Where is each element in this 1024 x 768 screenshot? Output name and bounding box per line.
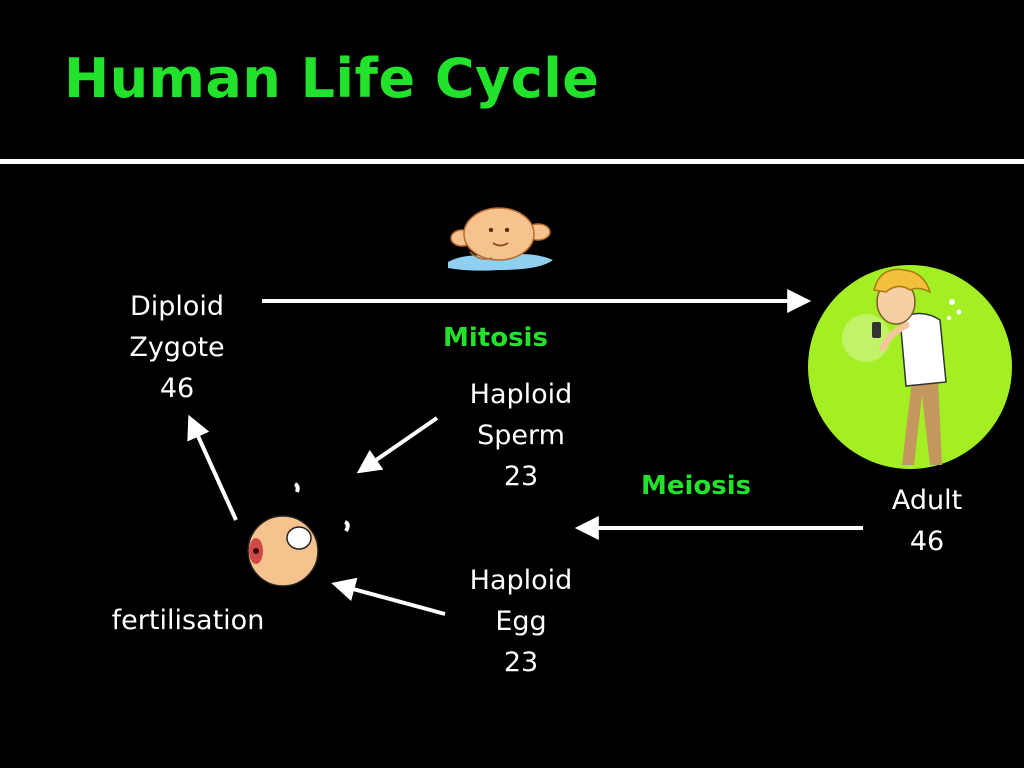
zygote-line-1: Diploid <box>129 291 225 322</box>
zygote-arrow <box>187 414 238 521</box>
diploid-zygote-label: Diploid Zygote 46 <box>112 286 242 409</box>
slide-title: Human Life Cycle <box>64 47 600 110</box>
mitosis-label: Mitosis <box>443 323 548 353</box>
sperm-line-3: 23 <box>503 461 539 492</box>
title-divider <box>0 159 1024 164</box>
zygote-line-3: 46 <box>159 373 195 404</box>
fertilisation-icon <box>247 482 350 587</box>
sperm-arrow <box>356 416 439 474</box>
adult-line-2: 46 <box>909 526 945 557</box>
egg-line-3: 23 <box>503 647 539 678</box>
haploid-sperm-label: Haploid Sperm 23 <box>450 374 592 497</box>
meiosis-label: Meiosis <box>641 471 752 501</box>
adult-icon <box>808 265 1012 469</box>
haploid-egg-label: Haploid Egg 23 <box>450 560 592 683</box>
egg-line-2: Egg <box>495 606 547 637</box>
fertilisation-label: fertilisation <box>111 605 265 636</box>
sperm-line-2: Sperm <box>477 420 565 451</box>
sperm-line-1: Haploid <box>469 379 573 410</box>
egg-arrow <box>331 577 446 616</box>
adult-line-1: Adult <box>891 485 963 516</box>
zygote-line-2: Zygote <box>129 332 225 363</box>
egg-line-1: Haploid <box>469 565 573 596</box>
baby-icon <box>448 207 553 271</box>
adult-label: Adult 46 <box>872 480 982 562</box>
